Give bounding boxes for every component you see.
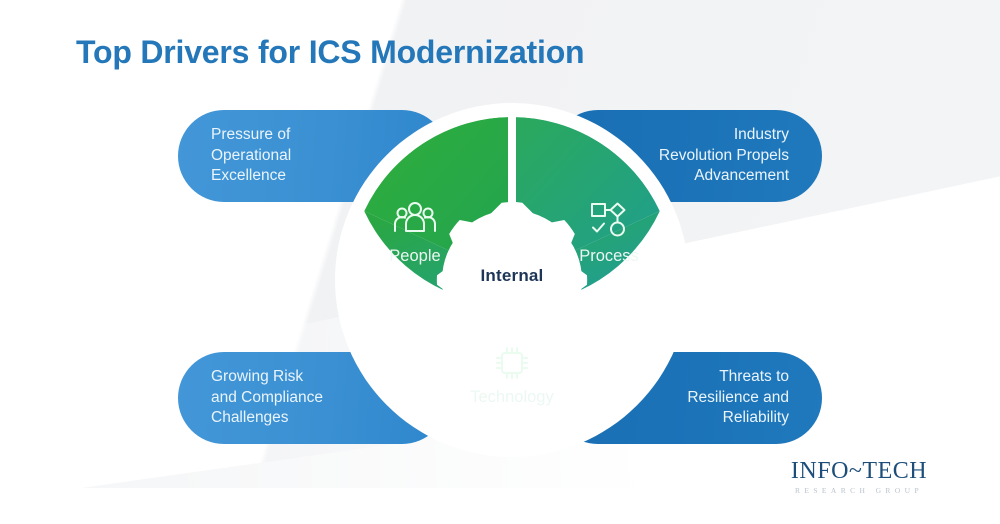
wheel-rim <box>342 110 682 450</box>
wheel-svg <box>335 103 689 457</box>
gear-icon <box>436 202 588 358</box>
driver-card-top-left-label: Pressure of Operational Excellence <box>211 126 292 185</box>
flowchart-icon <box>586 196 632 242</box>
internal-drivers-wheel: People Process Technology Internal <box>332 100 692 460</box>
wheel-label-technology: Technology <box>470 388 554 406</box>
wheel-label-process: Process <box>579 247 639 265</box>
wheel-label-people: People <box>389 247 441 265</box>
logo-wordmark: INFO~TECH <box>790 458 928 484</box>
microchip-icon <box>489 340 535 386</box>
logo-tagline: RESEARCH GROUP <box>794 486 924 495</box>
people-group-icon <box>392 196 438 242</box>
driver-card-bottom-right-label: Threats to Resilience and Reliability <box>687 368 789 427</box>
driver-card-top-right-label: Industry Revolution Propels Advancement <box>658 126 789 185</box>
driver-card-bottom-left-label: Growing Risk and Compliance Challenges <box>211 368 324 427</box>
wheel-center-label: Internal <box>480 266 544 285</box>
info-tech-logo: INFO~TECH RESEARCH GROUP <box>778 458 940 495</box>
background-left-margin <box>0 0 62 524</box>
page-title: Top Drivers for ICS Modernization <box>76 34 585 70</box>
background-bottom-margin <box>0 488 1000 524</box>
